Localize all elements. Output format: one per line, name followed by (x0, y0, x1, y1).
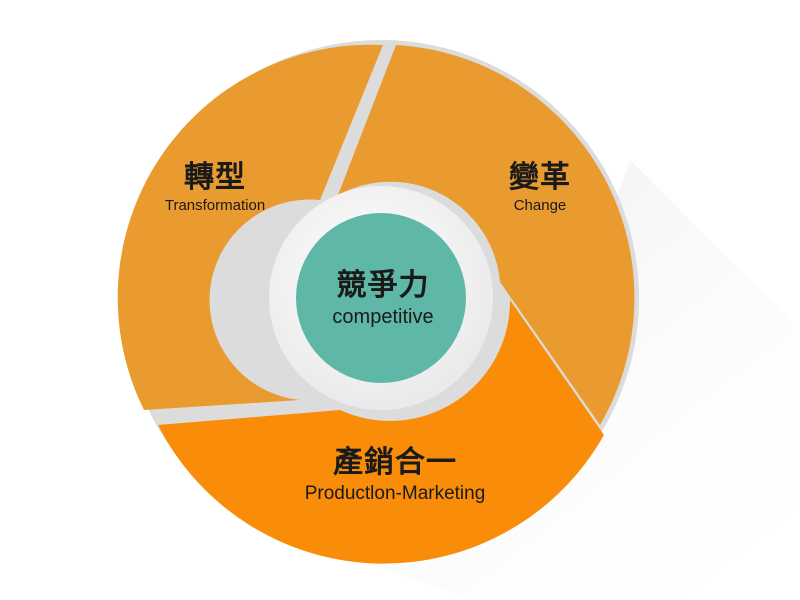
label-change: 變革 Change (485, 160, 595, 216)
change-title: 變革 (509, 160, 571, 195)
label-center: 競爭力 competitive (300, 268, 466, 330)
center-circle (296, 213, 466, 383)
production-marketing-title: 產銷合一 (333, 445, 457, 480)
transformation-title: 轉型 (184, 160, 246, 195)
change-subtitle: Change (513, 197, 567, 214)
label-transformation: 轉型 Transformation (140, 160, 290, 216)
segment-change (338, 45, 635, 425)
label-production-marketing: 產銷合一 Productlon-Marketing (250, 445, 540, 507)
transformation-subtitle: Transformation (164, 197, 266, 214)
segment-transformation (117, 44, 384, 410)
center-title: 競爭力 (336, 268, 430, 303)
drop-shadow (250, 160, 800, 600)
segment-production-marketing (158, 300, 604, 564)
center-subtitle: competitive (332, 306, 434, 328)
production-marketing-subtitle: Productlon-Marketing (304, 483, 486, 504)
